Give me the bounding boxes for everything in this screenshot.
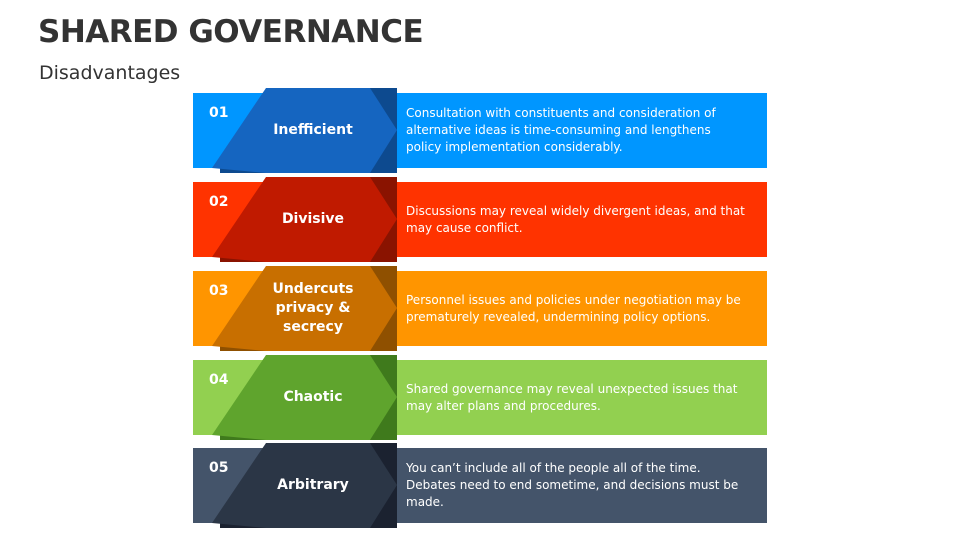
chevron-shape [212, 355, 397, 440]
chevron-shape [212, 88, 397, 173]
row-number: 01 [209, 105, 229, 121]
row-description: Discussions may reveal widely divergent … [406, 182, 746, 257]
row-label: Chaotic [283, 389, 343, 405]
row-description-text: Personnel issues and policies under nego… [406, 292, 741, 324]
row-description: Personnel issues and policies under nego… [406, 271, 746, 346]
chevron-shape [212, 177, 397, 262]
row-label: Arbitrary [277, 477, 349, 493]
row-description-text: Discussions may reveal widely divergent … [406, 203, 745, 235]
page-title: SHARED GOVERNANCE [38, 14, 424, 50]
page-subtitle: Disadvantages [39, 62, 181, 84]
row-label: Divisive [281, 211, 345, 227]
row-number: 02 [209, 194, 229, 210]
chevron-shape [212, 443, 397, 528]
row-label: Undercuts privacy & secrecy [272, 281, 354, 335]
row-label: Inefficient [273, 122, 353, 138]
row-description: Consultation with constituents and consi… [406, 93, 746, 168]
row-number: 05 [209, 460, 229, 476]
row-number: 03 [209, 283, 229, 299]
disadvantage-row-1: 01 Inefficient Consultation with constit… [193, 88, 767, 173]
row-number: 04 [209, 372, 229, 388]
row-description-text: You can’t include all of the people all … [406, 461, 739, 509]
disadvantage-row-5: 05 Arbitrary You can’t include all of th… [193, 443, 767, 528]
disadvantage-row-3: 03 Undercuts privacy & secrecy Personnel… [193, 266, 767, 351]
row-description: Shared governance may reveal unexpected … [406, 360, 746, 435]
disadvantage-row-4: 04 Chaotic Shared governance may reveal … [193, 355, 767, 440]
row-description-text: Shared governance may reveal unexpected … [406, 381, 738, 413]
disadvantage-row-2: 02 Divisive Discussions may reveal widel… [193, 177, 767, 262]
row-description: You can’t include all of the people all … [406, 448, 746, 523]
row-description-text: Consultation with constituents and consi… [406, 106, 716, 154]
chevron-shape [212, 266, 397, 351]
